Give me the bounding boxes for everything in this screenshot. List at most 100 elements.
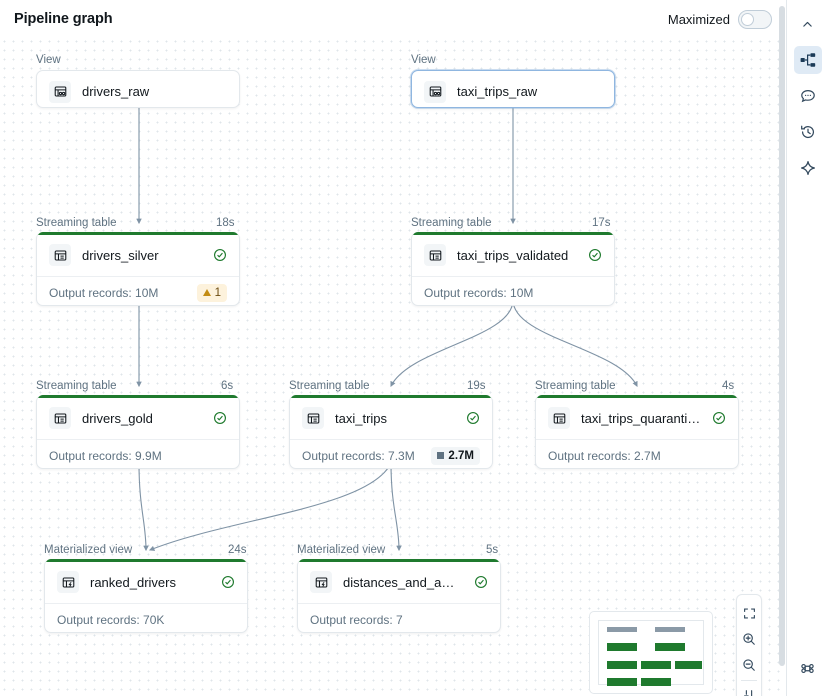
view-table-icon <box>424 80 446 103</box>
node-type-label: Streaming table <box>411 217 492 229</box>
node-header: distances_and_amounts_b... <box>298 562 500 603</box>
fit-view-icon[interactable] <box>737 600 761 626</box>
minimap-block <box>607 643 637 651</box>
node-header: ranked_drivers <box>45 562 247 603</box>
node-header: taxi_trips_quarantine <box>536 398 738 439</box>
node-dropped-records-badge[interactable]: 2.7M <box>431 446 480 465</box>
assistant-tab[interactable] <box>794 154 822 182</box>
node-type-label: Streaming table <box>36 217 117 229</box>
node-name: distances_and_amounts_b... <box>343 574 463 590</box>
minimap-viewport <box>598 620 704 686</box>
node-footer: Output records: 10M <box>412 275 614 306</box>
maximized-toggle[interactable] <box>738 9 772 29</box>
view-table-icon <box>49 80 71 103</box>
minimap-block <box>641 661 671 669</box>
command-key-icon[interactable] <box>794 654 822 682</box>
node-output-records: Output records: 7 <box>310 612 403 627</box>
dropped-square-icon <box>437 452 445 459</box>
graph-node-taxi-trips-quarantine[interactable]: taxi_trips_quarantine Output records: 2.… <box>535 395 739 469</box>
page-title: Pipeline graph <box>14 11 113 27</box>
node-type-label: Materialized view <box>297 544 386 556</box>
node-duration: 5s <box>486 544 499 556</box>
zoom-in-icon[interactable] <box>737 626 761 652</box>
pipeline-graph-tab[interactable] <box>793 46 822 74</box>
chat-tab[interactable] <box>794 82 822 110</box>
node-output-records: Output records: 9.9M <box>49 448 162 463</box>
check-circle-icon <box>712 411 726 425</box>
streaming-table-icon <box>302 407 324 429</box>
node-duration: 17s <box>592 217 611 229</box>
node-type-label: Streaming table <box>289 380 370 392</box>
node-footer: Output records: 7.3M 2.7M <box>290 438 492 469</box>
node-type-label: View <box>411 54 436 66</box>
check-circle-icon <box>588 248 602 262</box>
node-duration: 18s <box>216 217 235 229</box>
node-header: drivers_gold <box>37 398 239 439</box>
node-output-records: Output records: 2.7M <box>548 448 661 463</box>
node-duration: 4s <box>722 380 735 392</box>
node-type-label: Materialized view <box>44 544 133 556</box>
check-circle-icon <box>221 575 235 589</box>
minimap-block <box>655 643 685 651</box>
graph-node-distances-and-amounts[interactable]: distances_and_amounts_b... Output record… <box>297 559 501 633</box>
node-status-bar <box>37 395 239 398</box>
node-output-records: Output records: 10M <box>424 285 534 300</box>
node-header: taxi_trips_validated <box>412 235 614 276</box>
node-status-bar <box>290 395 492 398</box>
node-name: drivers_gold <box>82 410 153 426</box>
node-type-label: Streaming table <box>535 380 616 392</box>
node-duration: 19s <box>467 380 486 392</box>
maximized-label: Maximized <box>667 11 730 27</box>
node-duration: 6s <box>221 380 234 392</box>
graph-node-drivers-gold[interactable]: drivers_gold Output records: 9.9M <box>36 395 240 469</box>
node-type-label: Streaming table <box>36 380 117 392</box>
zoom-out-icon[interactable] <box>737 652 761 678</box>
graph-node-drivers-raw[interactable]: drivers_raw <box>36 70 240 108</box>
node-header: drivers_silver <box>37 235 239 276</box>
streaming-table-icon <box>49 407 71 429</box>
node-name: drivers_silver <box>82 247 159 263</box>
node-duration: 24s <box>228 544 247 556</box>
materialized-view-icon <box>310 571 332 593</box>
minimap-block <box>607 661 637 669</box>
node-header: taxi_trips <box>290 398 492 439</box>
graph-node-taxi-trips-validated[interactable]: taxi_trips_validated Output records: 10M <box>411 232 615 306</box>
canvas-scrollbar[interactable] <box>779 6 785 666</box>
graph-minimap[interactable] <box>589 611 713 694</box>
sliders-icon[interactable] <box>737 683 761 696</box>
graph-node-drivers-silver[interactable]: drivers_silver Output records: 10M 1 <box>36 232 240 306</box>
minimap-block <box>607 627 637 632</box>
graph-node-ranked-drivers[interactable]: ranked_drivers Output records: 70K <box>44 559 248 633</box>
graph-node-taxi-trips[interactable]: taxi_trips Output records: 7.3M 2.7M <box>289 395 493 469</box>
header-actions: Maximized <box>667 9 772 29</box>
dropped-count: 2.7M <box>448 449 474 462</box>
minimap-block <box>675 661 702 669</box>
minimap-block <box>607 678 637 686</box>
edge-validated-to-taxi-trips <box>390 299 514 387</box>
minimap-block <box>641 678 671 686</box>
node-type-label: View <box>36 54 61 66</box>
history-tab[interactable] <box>794 118 822 146</box>
node-footer: Output records: 7 <box>298 602 500 633</box>
node-header: taxi_trips_raw <box>412 71 614 107</box>
materialized-view-icon <box>57 571 79 593</box>
collapse-panel-button[interactable] <box>794 10 822 38</box>
node-output-records: Output records: 10M <box>49 285 159 300</box>
node-warning-badge[interactable]: 1 <box>196 283 227 302</box>
node-status-bar <box>298 559 500 562</box>
node-status-bar <box>536 395 738 398</box>
check-circle-icon <box>213 248 227 262</box>
graph-node-taxi-trips-raw[interactable]: taxi_trips_raw <box>411 70 615 108</box>
node-name: taxi_trips_validated <box>457 247 569 263</box>
graph-canvas[interactable]: View drivers_raw View <box>0 28 783 696</box>
check-circle-icon <box>474 575 488 589</box>
edge-gold-to-ranked-drivers <box>138 462 149 552</box>
node-name: taxi_trips_quarantine <box>581 410 701 426</box>
toggle-knob <box>741 12 754 26</box>
streaming-table-icon <box>424 244 446 266</box>
controls-divider <box>741 680 757 681</box>
node-status-bar <box>45 559 247 562</box>
node-status-bar <box>412 232 614 235</box>
node-name: drivers_raw <box>82 84 150 99</box>
